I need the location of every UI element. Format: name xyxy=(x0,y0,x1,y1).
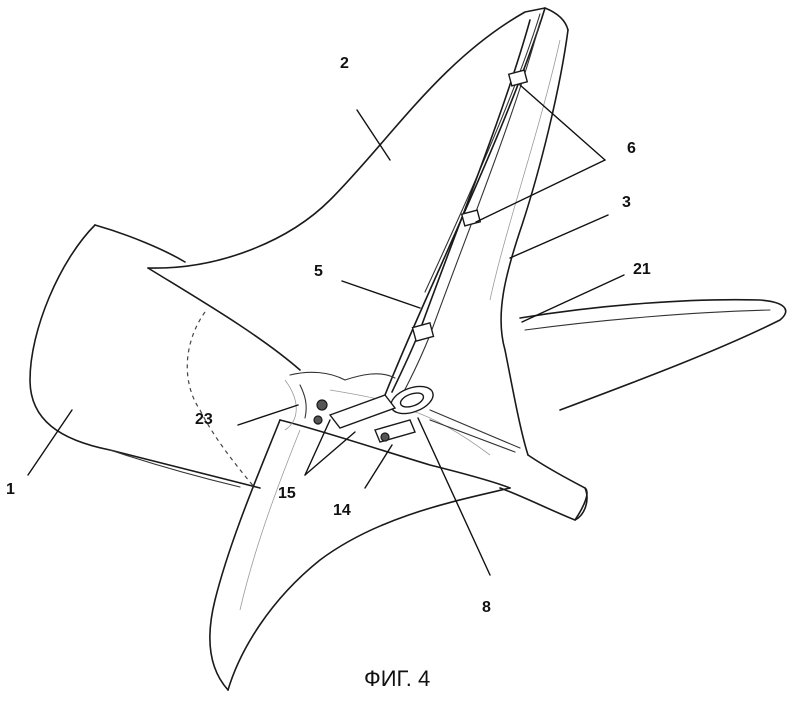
lower-blade xyxy=(209,419,511,691)
bracket-lower xyxy=(411,322,435,342)
label-3: 3 xyxy=(622,194,631,211)
pitch-mechanism xyxy=(284,371,521,456)
spar-rod xyxy=(391,19,541,396)
figure-caption: ФИГ. 4 xyxy=(364,666,430,691)
hub-body xyxy=(29,224,261,489)
label-2: 2 xyxy=(340,55,349,72)
label-6: 6 xyxy=(627,140,636,157)
label-15: 15 xyxy=(278,485,296,502)
label-8: 8 xyxy=(482,599,491,616)
label-23: 23 xyxy=(195,411,213,428)
nose-cone xyxy=(574,487,588,521)
label-21: 21 xyxy=(633,261,651,278)
right-blade xyxy=(499,298,787,521)
label-5: 5 xyxy=(314,263,323,280)
bracket-6-upper xyxy=(507,69,529,87)
label-14: 14 xyxy=(333,502,351,519)
label-1: 1 xyxy=(6,481,15,498)
upper-blade xyxy=(147,7,569,456)
leader-lines xyxy=(27,84,625,576)
lever-arm xyxy=(328,394,397,429)
